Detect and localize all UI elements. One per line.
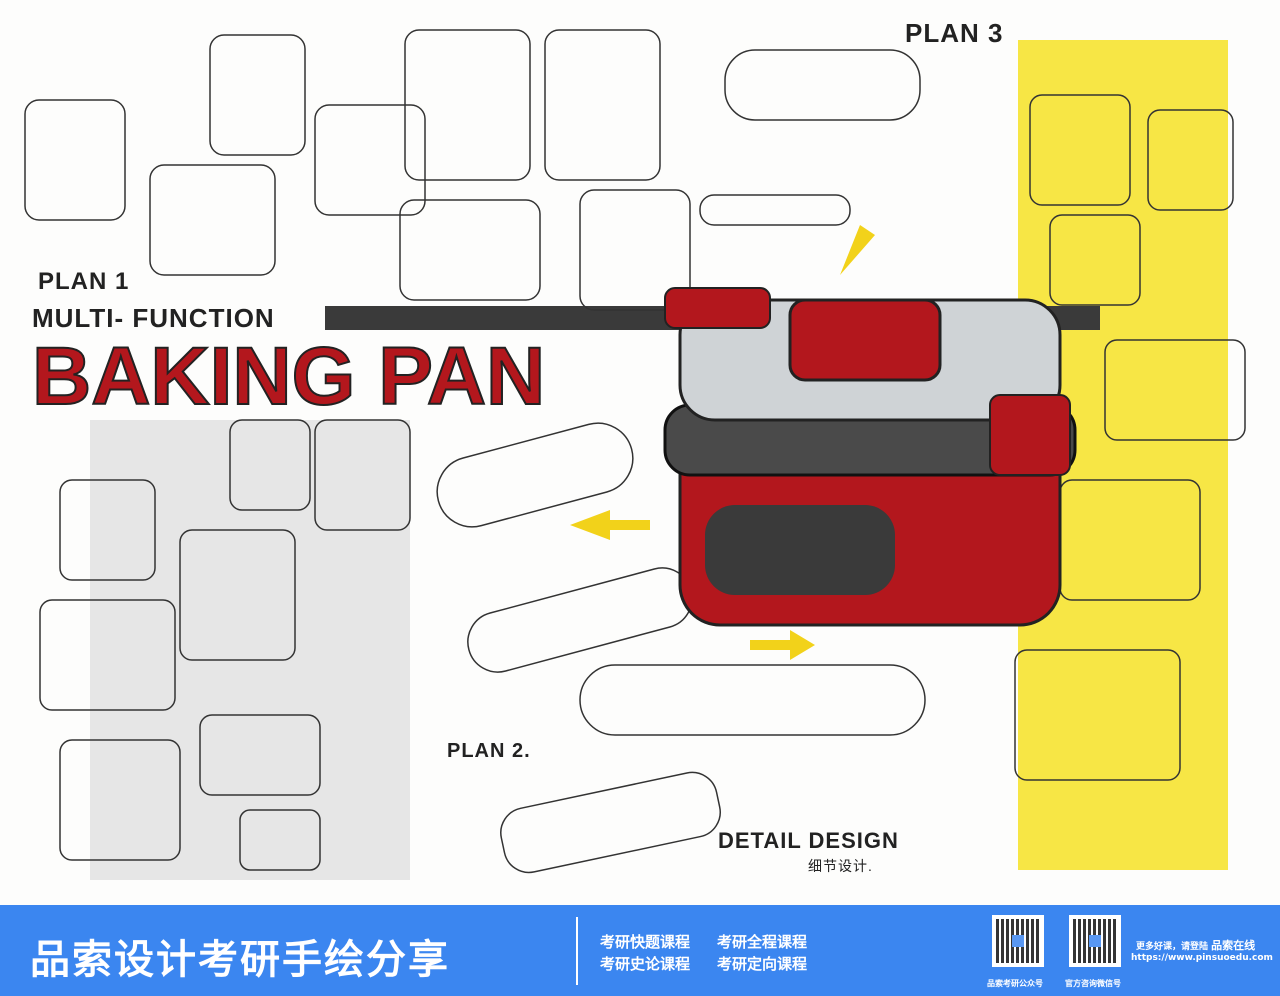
detail-design-cn-label: 细节设计. — [808, 858, 873, 874]
qr1-caption: 品索考研公众号 — [987, 979, 1043, 988]
plan-3-label: PLAN 3 — [905, 18, 1004, 48]
yellow-arrows — [570, 225, 875, 660]
plan-2-label: PLAN 2. — [447, 740, 531, 762]
banner-divider — [576, 917, 578, 985]
course-link[interactable]: 考研定向课程 — [717, 955, 808, 973]
banner-title: 品索设计考研手绘分享 — [30, 937, 450, 983]
sketch-poster: PLAN 1 MULTI- FUNCTION BAKING PAN PLAN 2… — [24, 18, 1246, 880]
red-baking-pan-render — [663, 287, 1077, 627]
baking-pan-title: BAKING PAN — [31, 330, 546, 423]
website-url[interactable]: https://www.pinsuoedu.com — [1131, 953, 1273, 963]
sketch-boxes — [24, 29, 1246, 874]
course-link[interactable]: 考研快题课程 — [600, 933, 691, 951]
plan-1-label: PLAN 1 — [38, 268, 130, 295]
promo-label: 更多好课，请登陆 — [1136, 942, 1209, 952]
qr2-caption: 官方咨询微信号 — [1065, 979, 1121, 988]
multi-function-label: MULTI- FUNCTION — [32, 303, 275, 333]
course-link[interactable]: 考研史论课程 — [600, 955, 691, 973]
footer-banner: 品索设计考研手绘分享 考研快题课程 考研全程课程 考研史论课程 考研定向课程 品… — [0, 905, 1280, 996]
promo-text: 更多好课，请登陆 品索在线 — [1136, 937, 1255, 953]
brand-name: 品索在线 — [1211, 939, 1256, 952]
sketch-artwork — [24, 29, 1246, 880]
qr-code-wechat — [1069, 915, 1121, 967]
gray-shading — [90, 420, 410, 880]
course-link[interactable]: 考研全程课程 — [717, 933, 808, 951]
detail-design-label: DETAIL DESIGN — [718, 828, 899, 853]
qr-code-official-account — [992, 915, 1044, 967]
